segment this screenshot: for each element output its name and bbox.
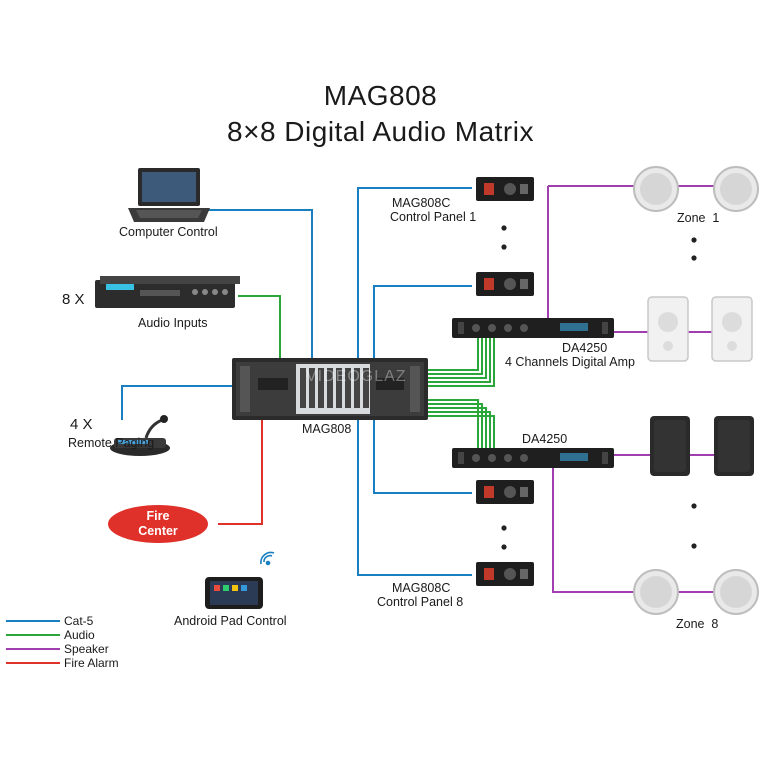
audio-input-device[interactable] <box>95 276 240 308</box>
android-tablet-icon[interactable] <box>205 577 263 609</box>
audio-lines <box>238 295 495 450</box>
amp2-model: DA4250 <box>522 432 568 446</box>
ceiling-speaker-z1-a <box>633 166 679 212</box>
mag808-matrix-unit[interactable] <box>232 358 428 420</box>
paging-microphone-icon[interactable] <box>110 415 170 456</box>
zone-dots-lower <box>691 503 697 549</box>
ceiling-speaker-z1-b <box>713 166 759 212</box>
diagram-title: MAG808 <box>323 80 438 111</box>
wall-speaker-white-a <box>647 296 689 362</box>
amplifier-da4250-2[interactable] <box>452 448 614 468</box>
wall-speaker-white-b <box>711 296 753 362</box>
fire-center-badge <box>108 505 208 543</box>
matrix-label: MAG808 <box>302 422 352 436</box>
laptop-icon[interactable] <box>128 168 210 222</box>
control-panel-2[interactable] <box>476 272 534 296</box>
audio-inputs-label: Audio Inputs <box>138 316 208 330</box>
legend-cat5: Cat-5 <box>64 614 94 628</box>
legend-speaker: Speaker <box>64 642 109 656</box>
legend-lines <box>6 620 60 664</box>
legend-audio: Audio <box>64 628 95 642</box>
fire-center-line1: Fire <box>146 509 170 523</box>
matrix-brand-watermark: VIDEOGLAZ <box>306 368 407 385</box>
panel1-model: MAG808C <box>392 196 451 210</box>
cat5-panel8-line <box>357 418 472 576</box>
zone1-label: Zone 1 <box>677 211 720 225</box>
panel1-label: Control Panel 1 <box>390 210 477 224</box>
wall-speaker-black-a <box>650 416 690 476</box>
remote-paging-label: Remote Paging <box>68 436 155 450</box>
android-pad-label: Android Pad Control <box>174 614 287 628</box>
control-panel-1[interactable] <box>476 177 534 201</box>
fire-alarm-line <box>218 418 263 525</box>
remote-paging-count: 4 X <box>70 416 93 433</box>
legend-fire-alarm: Fire Alarm <box>64 656 119 670</box>
amplifier-da4250-1[interactable] <box>452 318 614 338</box>
speaker-lines <box>547 185 735 593</box>
amp1-model: DA4250 <box>562 341 608 355</box>
panel-dots-top <box>501 225 507 250</box>
zone-dots-upper <box>691 237 697 261</box>
cat5-panel2-line <box>373 285 472 362</box>
panel8-model: MAG808C <box>392 581 451 595</box>
ceiling-speaker-z8-b <box>713 569 759 615</box>
cat5-computer-line <box>205 209 313 362</box>
wifi-icon <box>260 551 275 566</box>
cat5-panel1-line <box>357 187 472 362</box>
computer-control-label: Computer Control <box>119 225 218 239</box>
wall-speaker-black-b <box>714 416 754 476</box>
cat5-panel7-line <box>373 418 472 494</box>
zone8-label: Zone 8 <box>676 617 719 631</box>
fire-center-line2: Center <box>138 524 178 538</box>
diagram-subtitle: 8×8 Digital Audio Matrix <box>227 116 534 147</box>
audio-inputs-line <box>238 295 281 362</box>
panel8-label: Control Panel 8 <box>377 595 464 609</box>
cat5-paging-line <box>121 385 232 420</box>
ceiling-speaker-z8-a <box>633 569 679 615</box>
amp1-label: 4 Channels Digital Amp <box>505 355 635 369</box>
panel-dots-bottom <box>501 525 507 550</box>
audio-inputs-count: 8 X <box>62 291 85 308</box>
control-panel-7[interactable] <box>476 480 534 504</box>
cat5-lines <box>121 187 472 576</box>
control-panel-8[interactable] <box>476 562 534 586</box>
